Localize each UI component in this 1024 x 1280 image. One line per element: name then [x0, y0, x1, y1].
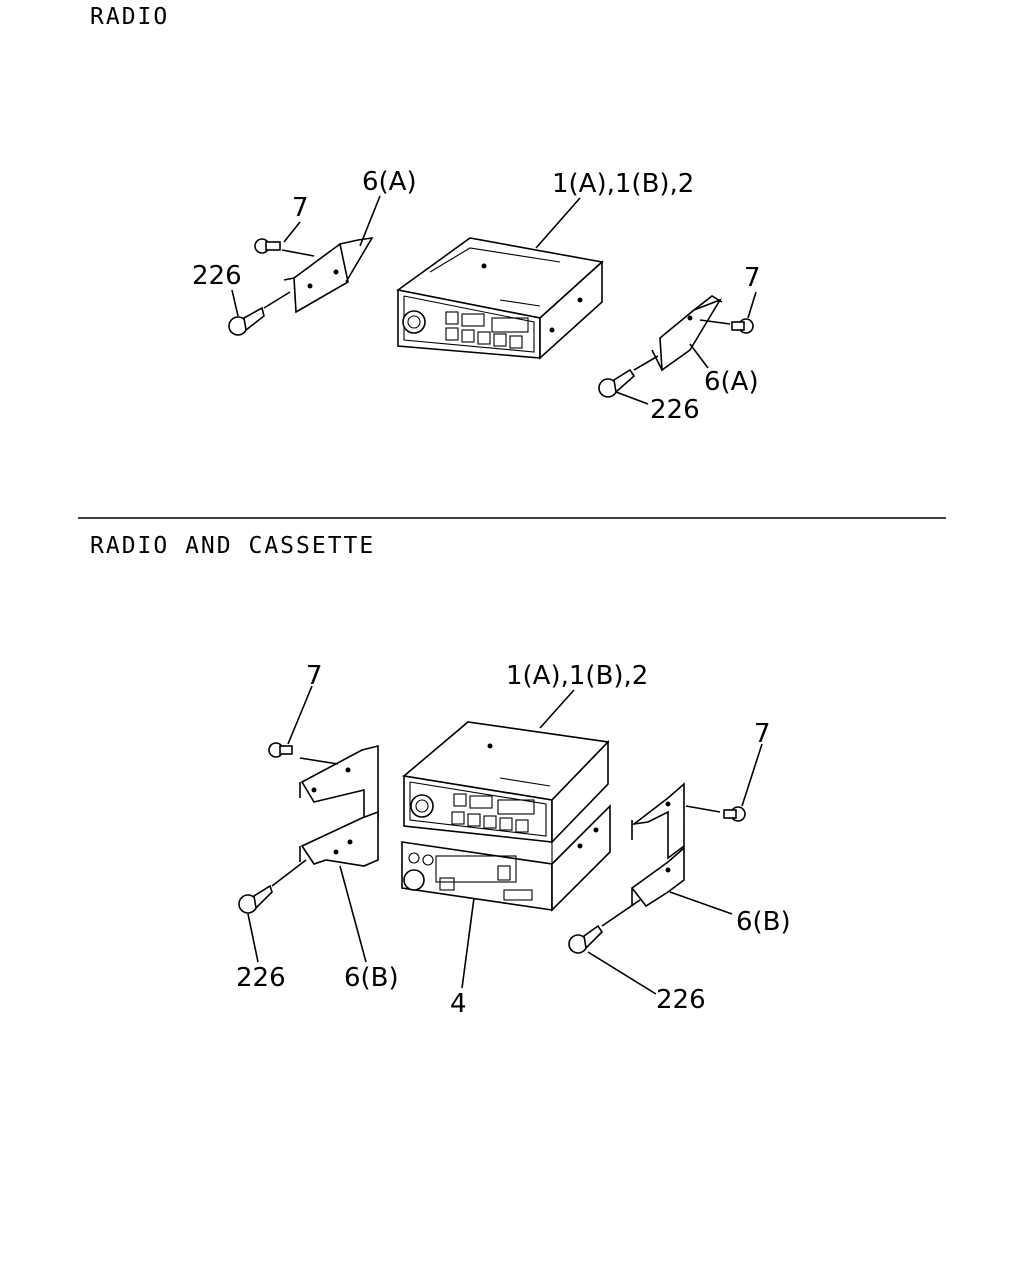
callout-6b-right: 6(B) [736, 907, 791, 937]
leader-radio [535, 197, 581, 249]
leader-7-right [747, 291, 757, 319]
bolt-226-right-2 [568, 899, 641, 954]
leader-226-left-2 [247, 913, 259, 963]
bolt-7-right-2 [685, 805, 746, 822]
callout-226-left-2: 226 [236, 963, 286, 993]
bolt-226-left-2 [238, 859, 307, 914]
leader-6b-right [669, 891, 733, 915]
leader-6a-right [689, 343, 709, 369]
callout-7-left-2: 7 [306, 661, 323, 691]
callout-cassette-unit: 4 [450, 989, 467, 1019]
leader-radio-2 [539, 689, 575, 729]
bracket-6a-right [651, 295, 723, 372]
bolt-7-right [699, 318, 754, 334]
bracket-6a-left [283, 236, 374, 314]
callout-radio-unit: 1(A),1(B),2 [552, 169, 694, 199]
radio-unit-stacked [402, 721, 610, 844]
leader-6a-left [359, 195, 381, 247]
bolt-7-left-2 [268, 742, 339, 765]
bolt-7-left [254, 238, 315, 257]
cassette-unit [401, 804, 611, 912]
section-title-radio-and-cassette: RADIO AND CASSETTE [90, 533, 376, 559]
radio-unit [396, 237, 604, 360]
callout-7-right: 7 [744, 263, 761, 293]
callout-6a-left: 6(A) [362, 167, 417, 197]
leader-226-left [231, 289, 239, 317]
leader-7-right-2 [741, 743, 763, 807]
bracket-6b-left [299, 744, 379, 867]
callout-6b-left: 6(B) [344, 963, 399, 993]
leader-6b-left [339, 865, 367, 963]
leader-226-right [615, 391, 649, 405]
leader-226-right-2 [587, 951, 657, 995]
callout-226-right-2: 226 [656, 985, 706, 1015]
bolt-226-right [598, 355, 659, 398]
bracket-6b-right [630, 782, 685, 908]
leader-7-left [283, 221, 301, 243]
callout-6a-right: 6(A) [704, 367, 759, 397]
section-title-radio: RADIO [90, 4, 170, 30]
leader-7-left-2 [287, 685, 313, 745]
bolt-226-left [228, 291, 291, 336]
callout-7-left: 7 [292, 193, 309, 223]
callout-226-left: 226 [192, 261, 242, 291]
callout-226-right: 226 [650, 395, 700, 425]
callout-radio-unit-2: 1(A),1(B),2 [506, 661, 648, 691]
leader-4 [461, 897, 475, 989]
callout-7-right-2: 7 [754, 719, 771, 749]
